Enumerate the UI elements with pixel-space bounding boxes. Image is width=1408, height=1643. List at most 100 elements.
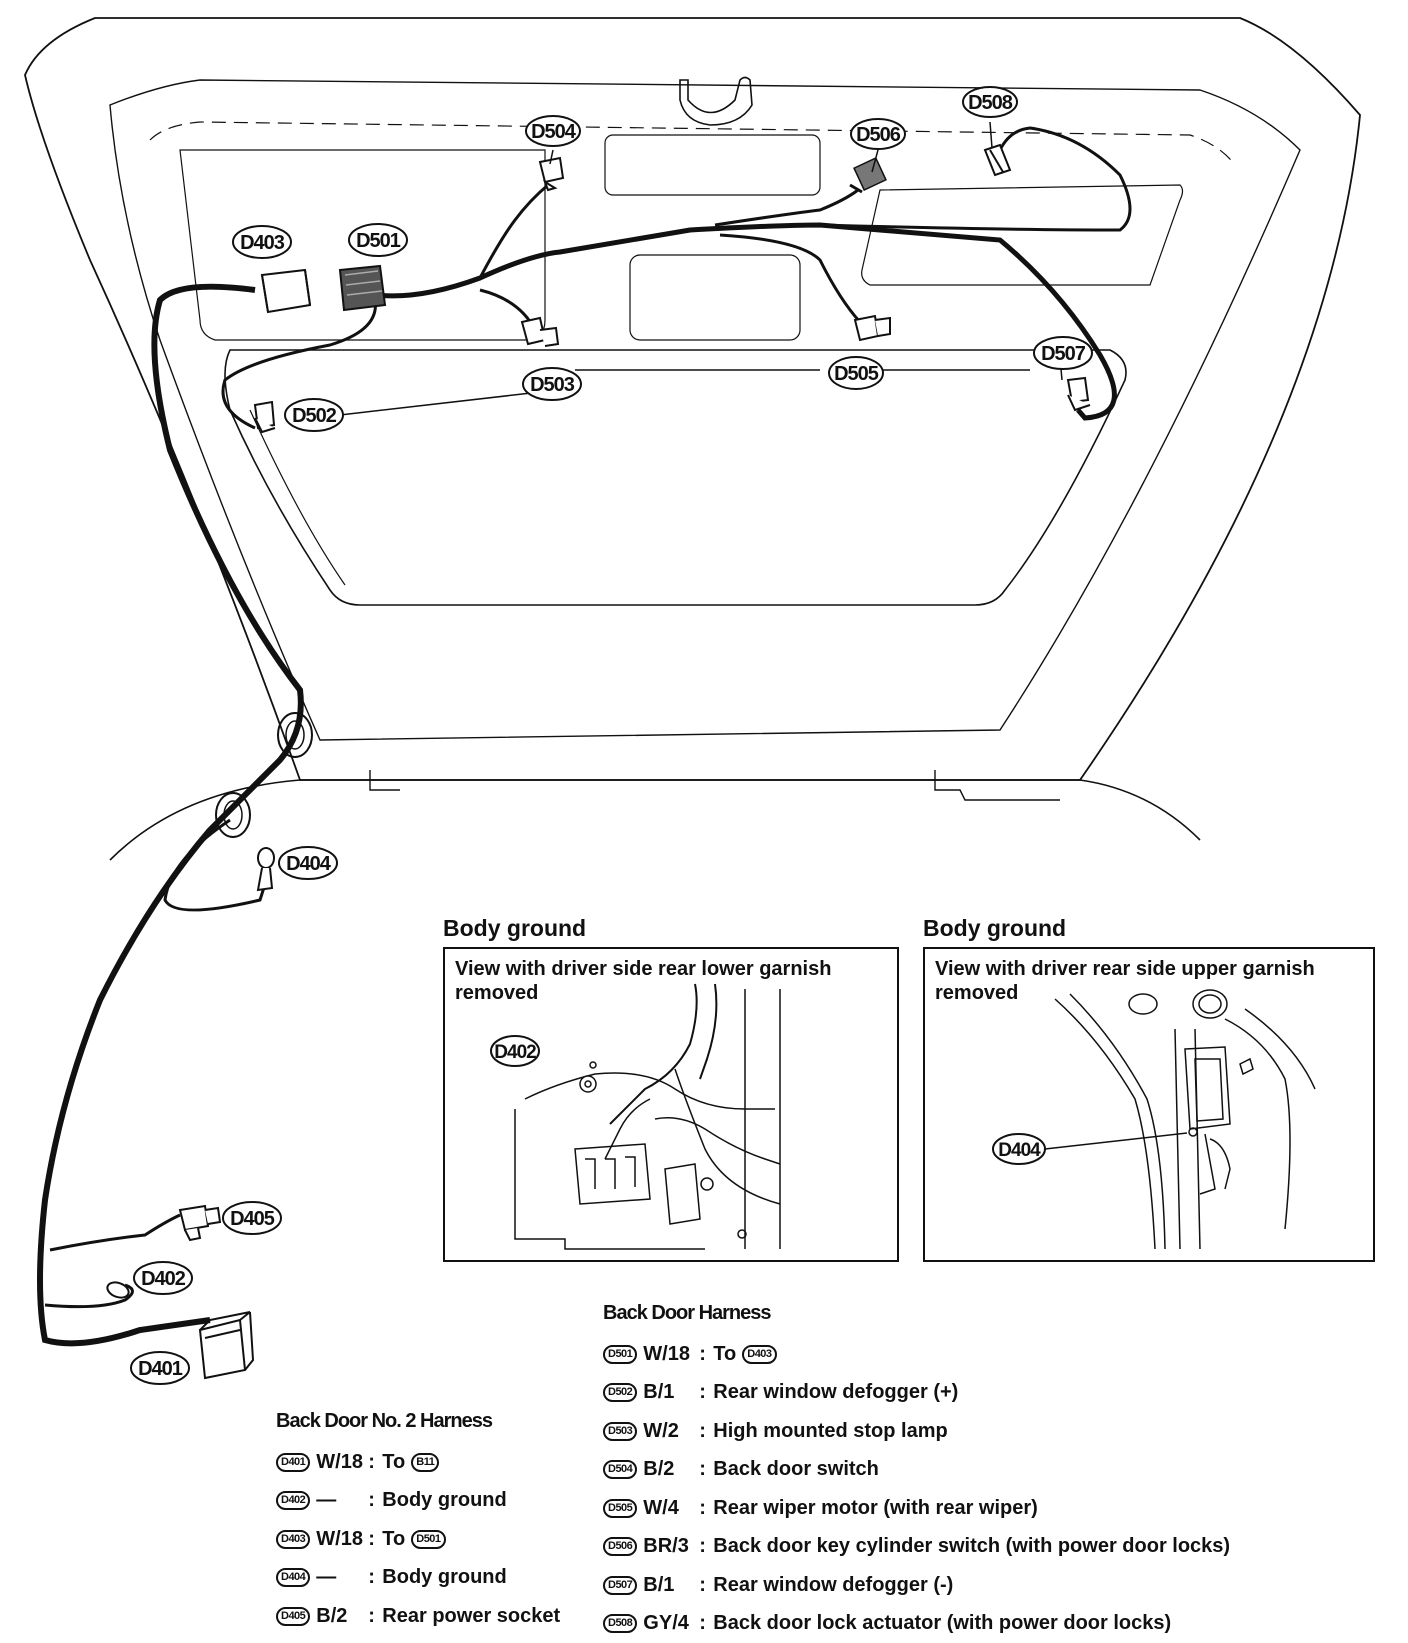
connector-badge: D501 <box>603 1345 637 1364</box>
connector-d507-body <box>1068 378 1090 410</box>
connector-badge: D506 <box>603 1537 637 1556</box>
body-lower-edge <box>110 780 1200 860</box>
svg-text:D402: D402 <box>141 1268 186 1290</box>
connector-badge: D507 <box>603 1576 637 1595</box>
harness-no2-d405-branch <box>50 1215 180 1250</box>
connector-label-d404: D404 <box>279 847 337 879</box>
leader-lines <box>340 122 1062 415</box>
harness-main <box>375 225 1114 418</box>
legend-back-door-heading: Back Door Harness <box>603 1302 1230 1325</box>
connector-badge: D401 <box>276 1453 310 1472</box>
separator: : <box>699 1535 713 1558</box>
connector-label-d405: D405 <box>223 1202 281 1234</box>
svg-text:D403: D403 <box>240 232 285 254</box>
wire-code: W/18 <box>316 1451 368 1474</box>
service-hole-right <box>862 185 1183 285</box>
connector-label-d508: D508 <box>963 87 1017 117</box>
svg-text:D506: D506 <box>856 124 901 146</box>
connector-badge: D505 <box>603 1499 637 1518</box>
wire-code: W/18 <box>643 1343 699 1366</box>
wire-code: — <box>316 1566 368 1589</box>
connector-d501-body <box>340 266 385 310</box>
separator: : <box>699 1574 713 1597</box>
wire-code: BR/3 <box>643 1535 699 1558</box>
connector-d505-body <box>855 316 890 340</box>
separator: : <box>368 1605 382 1628</box>
description: Body ground <box>382 1566 506 1589</box>
no2-row: D404—:Body ground <box>276 1559 560 1598</box>
connector-d503-body <box>522 318 558 346</box>
wire-code: B/2 <box>316 1605 368 1628</box>
svg-text:D504: D504 <box>531 121 577 143</box>
wire-code: B/2 <box>643 1458 699 1481</box>
connector-badge: D405 <box>276 1607 310 1626</box>
description: Body ground <box>382 1489 506 1512</box>
connector-d502-body <box>255 402 275 432</box>
description: High mounted stop lamp <box>713 1420 947 1443</box>
connector-label-d507: D507 <box>1034 337 1092 369</box>
description: Rear power socket <box>382 1605 560 1628</box>
no2-row: D402—:Body ground <box>276 1482 560 1521</box>
inset-left-drawing: D402 <box>445 949 901 1264</box>
no2-row: D401 W/18:To B11 <box>276 1443 560 1482</box>
ref-badge: B11 <box>411 1453 439 1472</box>
wire-code: W/2 <box>643 1420 699 1443</box>
connector-d508-body <box>985 145 1010 175</box>
description: Rear wiper motor (with rear wiper) <box>713 1497 1038 1520</box>
separator: : <box>368 1528 382 1551</box>
connector-badge: D402 <box>276 1491 310 1510</box>
connector-label-d504: D504 <box>526 116 580 146</box>
inset-right-drawing: D404 <box>925 949 1377 1264</box>
body-lower-bracket <box>935 770 1060 800</box>
inset-right-label: D404 <box>998 1140 1041 1161</box>
inset-left-label: D402 <box>494 1042 536 1063</box>
svg-text:D507: D507 <box>1041 343 1086 365</box>
connector-label-d502: D502 <box>285 399 343 431</box>
connector-badge: D504 <box>603 1460 637 1479</box>
connector-label-d402: D402 <box>134 1262 192 1294</box>
connector-badge: D403 <box>276 1530 310 1549</box>
connector-badge: D503 <box>603 1422 637 1441</box>
rear-window-inner <box>250 410 345 585</box>
connector-d504-body <box>540 158 563 190</box>
description: To <box>713 1343 736 1366</box>
wire-code: W/18 <box>316 1528 368 1551</box>
wire-code: B/1 <box>643 1381 699 1404</box>
connector-d401-body <box>200 1312 253 1378</box>
svg-text:D505: D505 <box>834 363 879 385</box>
description: To <box>382 1451 405 1474</box>
wire-code: W/4 <box>643 1497 699 1520</box>
harness-d505-branch <box>720 235 860 322</box>
svg-text:D405: D405 <box>230 1208 275 1230</box>
separator: : <box>699 1381 713 1404</box>
svg-text:D502: D502 <box>292 405 337 427</box>
service-hole-center-top <box>605 135 820 195</box>
connector-label-d403: D403 <box>233 226 291 258</box>
description: Rear window defogger (-) <box>713 1574 953 1597</box>
wire-code: B/1 <box>643 1574 699 1597</box>
svg-text:D501: D501 <box>356 230 401 252</box>
no2-row: D405 B/2:Rear power socket <box>276 1597 560 1636</box>
svg-text:D401: D401 <box>138 1358 183 1380</box>
connector-label-d501: D501 <box>349 224 407 256</box>
separator: : <box>368 1451 382 1474</box>
connector-d404-body <box>258 848 274 890</box>
ref-badge: D501 <box>411 1530 445 1549</box>
ref-badge: D403 <box>742 1345 776 1364</box>
wire-code: — <box>316 1489 368 1512</box>
connector-d403-body <box>262 270 310 312</box>
connector-badge: D502 <box>603 1383 637 1402</box>
svg-text:D503: D503 <box>530 374 575 396</box>
description: Back door switch <box>713 1458 879 1481</box>
legend-no2-heading: Back Door No. 2 Harness <box>276 1410 560 1433</box>
bd-row: D507 B/1:Rear window defogger (-) <box>603 1566 1230 1605</box>
rear-window-opening <box>225 350 1126 605</box>
